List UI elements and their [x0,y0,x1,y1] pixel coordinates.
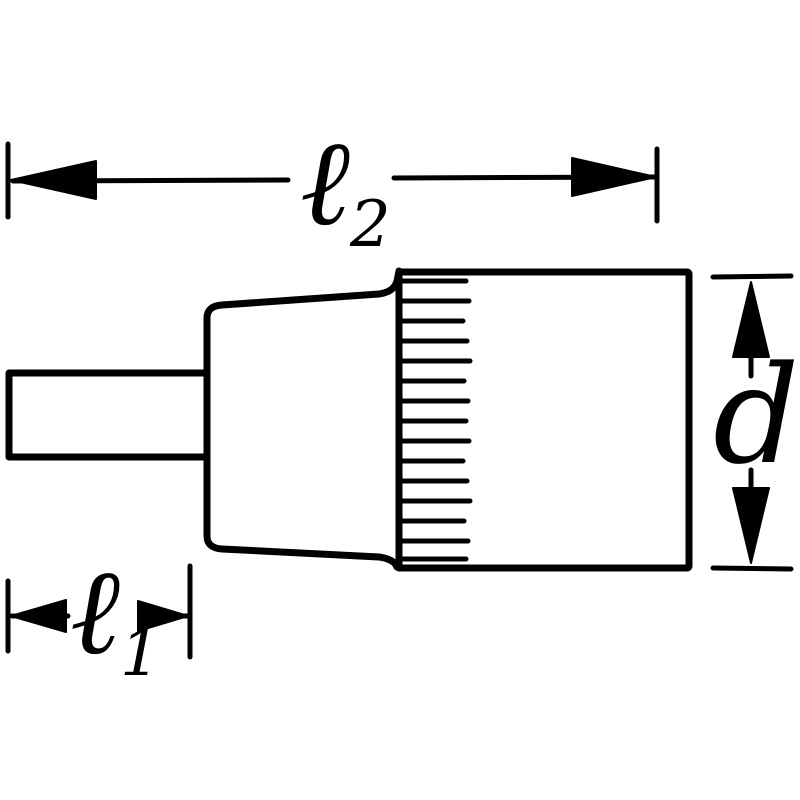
knurl-pattern [400,278,473,562]
d-arrowhead-top [732,281,770,358]
l2-label: ℓ2 [300,114,391,262]
l2-label-base: ℓ [300,114,350,253]
d-label: d [713,337,799,494]
d-arrowhead-bottom [732,487,770,564]
l1-label-sub: 1 [120,617,161,691]
d-extension-line-top [710,273,794,280]
d-extension-line-bottom [710,565,794,572]
dimension-l2: ℓ2 [5,114,660,262]
dimension-l1: ℓ1 [5,543,193,691]
l1-arrowhead-right [137,600,189,632]
dimension-d: d [710,273,799,572]
l1-label: ℓ1 [70,543,161,691]
socket-body [395,268,693,572]
l2-arrowhead-right [571,157,657,197]
l2-label-sub: 2 [349,188,391,262]
socket-outline [5,267,693,572]
bit-shank [5,369,216,461]
l2-arrowhead-left [10,160,97,200]
l1-arrowhead-left [10,599,67,633]
collar [203,267,403,572]
d-label-base: d [713,337,799,494]
l1-label-base: ℓ [70,543,120,682]
